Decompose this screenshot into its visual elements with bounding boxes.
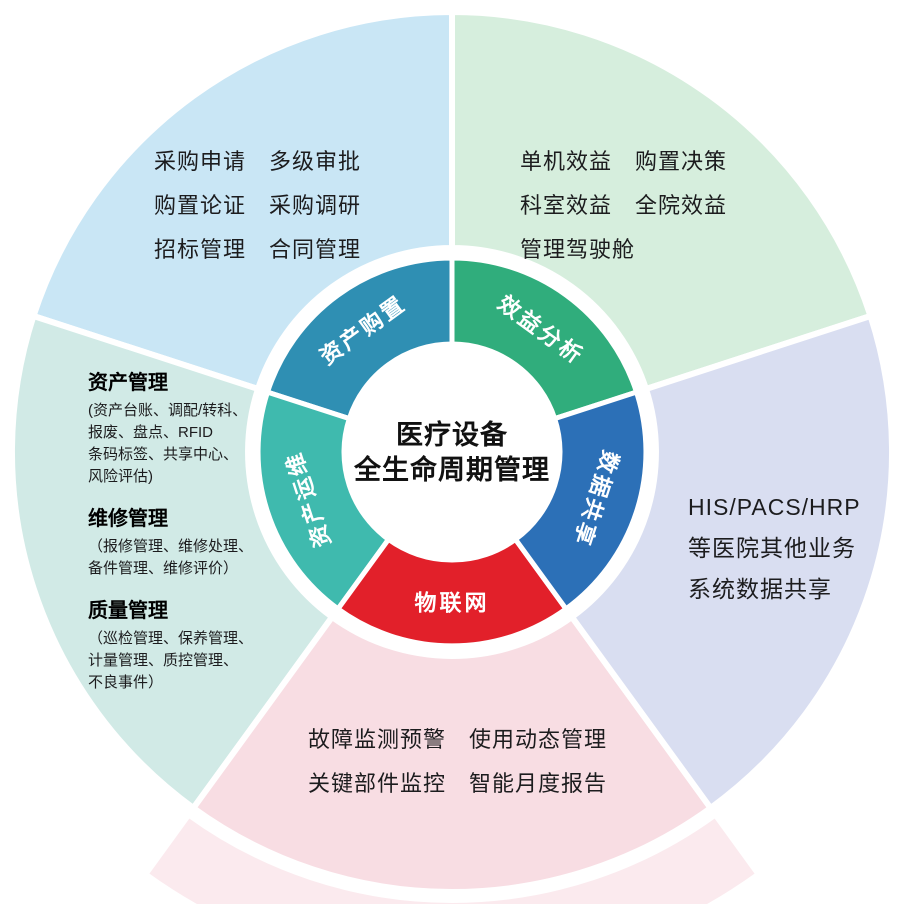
text-line: 计量管理、质控管理、 [88, 652, 239, 669]
ring-segment-operation [255, 388, 392, 613]
text-line: (资产台账、调配/转科、 [88, 402, 248, 419]
text-line: 备件管理、维修评价） [88, 560, 239, 577]
sector-procurement [29, 8, 455, 393]
text-line: 采购申请 多级审批 [154, 149, 362, 174]
procurement-details: 采购申请 多级审批 购置论证 采购调研 招标管理 合同管理 [154, 140, 361, 272]
iot-details: 故障监测预警 使用动态管理 关键部件监控 智能月度报告 [308, 718, 607, 806]
text-line: （巡检管理、保养管理、 [88, 630, 254, 647]
center-title-line1: 医疗设备 [396, 419, 508, 450]
text-line: 关键部件监控 智能月度报告 [308, 771, 608, 796]
text-line: （报修管理、维修处理、 [88, 538, 254, 555]
text-line: 报废、盘点、RFID [88, 424, 213, 441]
data-sharing-details: HIS/PACS/HRP 等医院其他业务 系统数据共享 [688, 487, 861, 610]
ring-segment-benefit [449, 255, 640, 422]
sector-iot [189, 612, 715, 896]
ring-segment-data-sharing [512, 388, 649, 613]
text-line: 购置论证 采购调研 [154, 193, 362, 218]
center-title-line2: 全生命周期管理 [353, 454, 550, 485]
sector-benefit [449, 8, 875, 393]
sector-operation [8, 312, 337, 813]
iot-outer-band [141, 810, 763, 904]
operation-group-repair: 维修管理 （报修管理、维修处理、 备件管理、维修评价） [88, 506, 288, 580]
text-line: 管理驾驶舱 [520, 237, 636, 262]
text-line: 条码标签、共享中心、 [88, 446, 239, 463]
text-line: 不良事件） [88, 674, 164, 691]
text-line: 招标管理 合同管理 [154, 237, 362, 262]
group-title: 资产管理 [88, 372, 168, 394]
text-line: 系统数据共享 [688, 576, 832, 602]
operation-group-quality: 质量管理 （巡检管理、保养管理、 计量管理、质控管理、 不良事件） [88, 598, 288, 694]
text-line: 风险评估) [88, 468, 153, 485]
text-line: 科室效益 全院效益 [520, 193, 728, 218]
ring-segment-iot [334, 535, 570, 649]
operation-details: 资产管理 (资产台账、调配/转科、 报废、盘点、RFID 条码标签、共享中心、 … [88, 370, 288, 694]
benefit-details: 单机效益 购置决策 科室效益 全院效益 管理驾驶舱 [520, 140, 727, 272]
text-line: 等医院其他业务 [688, 535, 856, 561]
group-title: 维修管理 [88, 508, 168, 530]
text-line: 单机效益 购置决策 [520, 149, 728, 174]
text-line: HIS/PACS/HRP [688, 494, 861, 520]
center-circle [345, 345, 559, 559]
operation-group-asset: 资产管理 (资产台账、调配/转科、 报废、盘点、RFID 条码标签、共享中心、 … [88, 370, 288, 488]
ring-segment-procurement [264, 255, 455, 422]
group-title: 质量管理 [88, 600, 168, 622]
text-line: 故障监测预警 使用动态管理 [308, 727, 608, 752]
ring-label-iot: 物联网 [414, 591, 489, 616]
sector-data-sharing [567, 312, 896, 813]
